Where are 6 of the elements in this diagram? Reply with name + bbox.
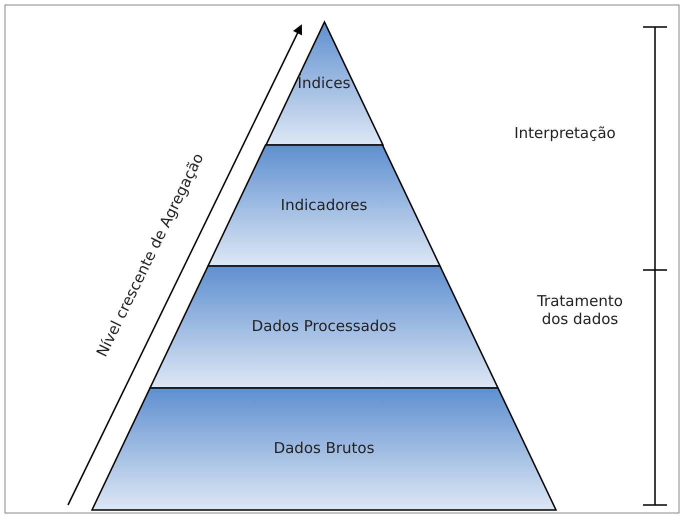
range-label: Tratamento dos dados (536, 292, 624, 328)
layer-label: Dados Brutos (272, 439, 376, 457)
layer-label: Dados Processados (250, 317, 398, 335)
range-label: Interpretação (513, 124, 617, 142)
layer-label: Indicadores (280, 196, 368, 214)
layer-label: Índices (296, 74, 352, 92)
